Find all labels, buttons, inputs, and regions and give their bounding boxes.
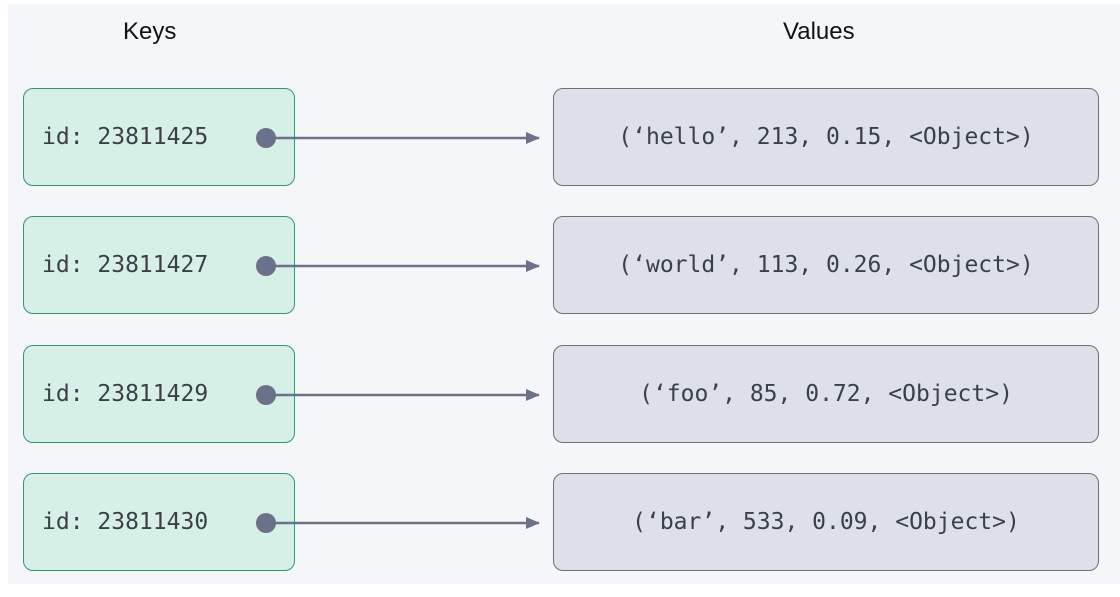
key-box: id: 23811427 [23,216,295,314]
pointer-arrow [256,385,540,405]
values-column-header: Values [783,18,855,45]
value-label: (‘foo’, 85, 0.72, <Object>) [639,381,1013,407]
pointer-arrows [256,128,540,533]
pointer-arrow [256,256,540,276]
key-label: id: 23811429 [42,381,209,407]
pointer-arrow [256,128,540,148]
value-box: (‘world’, 113, 0.26, <Object>) [553,216,1099,314]
value-label: (‘world’, 113, 0.26, <Object>) [618,252,1034,278]
value-label: (‘hello’, 213, 0.15, <Object>) [618,124,1034,150]
value-box: (‘bar’, 533, 0.09, <Object>) [553,473,1099,571]
key-box: id: 23811429 [23,345,295,443]
keys-column-header: Keys [123,18,177,45]
value-box: (‘foo’, 85, 0.72, <Object>) [553,345,1099,443]
value-label: (‘bar’, 533, 0.09, <Object>) [632,509,1020,535]
key-label: id: 23811430 [42,509,209,535]
pointer-arrow [256,513,540,533]
key-box: id: 23811425 [23,88,295,186]
value-box: (‘hello’, 213, 0.15, <Object>) [553,88,1099,186]
hash-map-diagram: Keys Values id: 23811425 id: 23811427 id… [8,4,1120,584]
key-box: id: 23811430 [23,473,295,571]
key-label: id: 23811427 [42,252,209,278]
key-label: id: 23811425 [42,124,209,150]
